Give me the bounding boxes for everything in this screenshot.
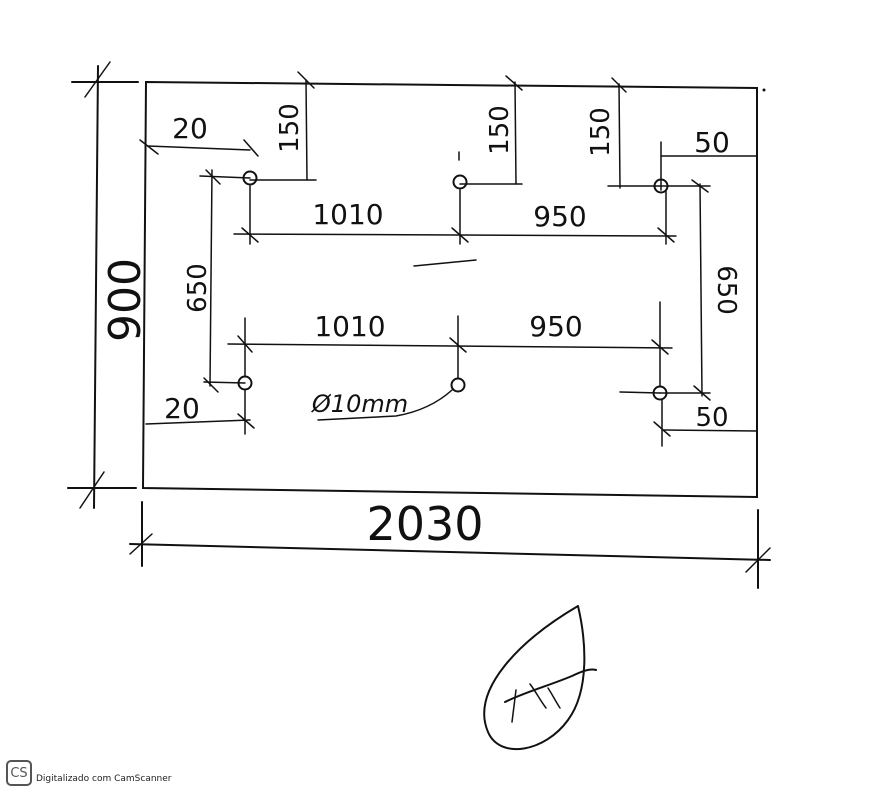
dim-top-left-offset — [139, 139, 259, 157]
holes — [237, 170, 669, 401]
hole-bottom-center — [450, 377, 466, 393]
label-hole-diameter: Ø10mm — [311, 390, 408, 418]
label-top-spacing-right: 950 — [533, 200, 586, 233]
dim-vertical-left — [199, 169, 251, 393]
label-vertical-right: 650 — [711, 265, 741, 315]
label-top-left-offset: 20 — [172, 112, 208, 145]
scanner-caption: Digitalizado com CamScanner — [36, 774, 172, 784]
hole-diameter-leader — [317, 389, 453, 421]
dim-top-offset-left — [249, 71, 317, 181]
height-dimension-line — [67, 61, 139, 509]
dim-top-spacing — [233, 185, 677, 245]
dim-bottom-spacing — [227, 301, 673, 387]
dim-vertical-right — [659, 179, 711, 401]
scanner-watermark: CS Digitalizado com CamScanner — [6, 760, 171, 786]
dim-top-offset-center — [458, 75, 523, 185]
hole-top-center — [452, 174, 468, 190]
label-bottom-spacing-left: 1010 — [314, 310, 385, 343]
height-label: 900 — [100, 258, 151, 342]
label-bottom-right-offset: 50 — [695, 403, 728, 433]
dim-top-right-offset — [660, 141, 758, 191]
width-dimension-line — [129, 501, 771, 589]
panel-outline — [141, 80, 758, 499]
label-top-right-offset: 50 — [694, 126, 730, 159]
label-top-offset-center: 150 — [485, 105, 515, 155]
label-vertical-left: 650 — [183, 263, 213, 313]
label-bottom-spacing-right: 950 — [529, 310, 582, 343]
camscanner-logo: CS — [6, 760, 32, 786]
label-top-spacing-left: 1010 — [312, 198, 383, 231]
signature — [483, 605, 597, 750]
label-top-offset-right: 150 — [586, 107, 616, 157]
dim-top-offset-right — [607, 77, 662, 189]
label-top-offset-left: 150 — [275, 103, 305, 153]
label-bottom-left-offset: 20 — [164, 392, 200, 425]
dim-bottom-left-offset — [145, 389, 255, 435]
dim-bottom-right-offset — [619, 391, 758, 447]
width-label: 2030 — [366, 497, 483, 551]
